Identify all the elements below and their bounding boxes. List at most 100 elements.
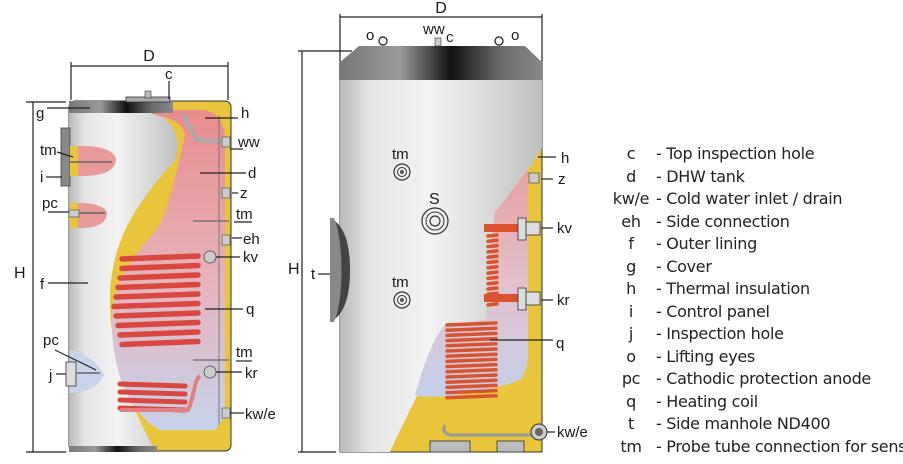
coil-turn: [486, 270, 499, 275]
legend-description: - Cold water inlet / drain: [656, 189, 843, 208]
legend-code: pc: [621, 369, 641, 388]
legend-item: t- Side manhole ND400: [606, 413, 903, 436]
coil-turn: [445, 336, 498, 343]
legend-item: tm- Probe tube connection for sensors: [606, 436, 903, 459]
legend-code: f: [628, 234, 634, 253]
left-inspection-hole: [65, 361, 77, 387]
coil-turn: [445, 326, 498, 332]
coil-turn: [486, 265, 499, 270]
coil-turn: [445, 342, 498, 348]
left-coil-return: [120, 374, 202, 412]
coil-turn: [486, 233, 499, 238]
legend-description: - DHW tank: [656, 166, 745, 186]
coil-turn: [445, 352, 498, 358]
right-kr-flange: [517, 287, 527, 311]
right-cover: [339, 46, 543, 80]
coil-turn: [445, 373, 498, 379]
left-dimension-h: H: [14, 265, 26, 282]
coil-turn: [486, 238, 499, 244]
legend-description: - Cathodic protection anode: [656, 369, 871, 388]
left-probe-cutout: [70, 146, 116, 176]
coil-turn: [113, 291, 201, 300]
coil-turn: [486, 280, 499, 286]
left-top-bolt: [144, 90, 152, 99]
left-label-kv: kv: [243, 249, 259, 266]
right-heating-coil: [445, 233, 499, 400]
right-kr-pipe: [484, 294, 524, 302]
left-bottom-band: [69, 446, 157, 452]
right-label-kv: kv: [557, 220, 573, 237]
coil-turn: [113, 310, 201, 319]
right-label-h: h: [561, 150, 569, 167]
coil-turn: [119, 338, 201, 348]
right-foot-left: [429, 440, 471, 453]
right-z-connector: [528, 172, 540, 184]
legend-item: g- Cover: [606, 256, 903, 279]
legend-item: d- DHW tank: [606, 166, 903, 189]
legend-code: c: [626, 144, 636, 163]
right-label-t: t: [311, 266, 316, 283]
left-cover: [69, 101, 173, 113]
legend-code: kw/e: [612, 189, 650, 208]
left-label-f: f: [40, 276, 45, 293]
coil-turn: [115, 281, 201, 291]
legend-code: h: [626, 279, 636, 298]
left-anode-cutout: [70, 203, 108, 228]
left-label-g: g: [36, 105, 44, 122]
coil-turn: [486, 302, 499, 307]
left-label-kr: kr: [245, 365, 258, 382]
coil-turn: [486, 254, 499, 259]
left-label-ww: ww: [237, 134, 260, 151]
right-outer-lining: [340, 80, 542, 452]
right-dimension-d: D: [435, 0, 447, 17]
left-label-d: d: [248, 165, 256, 182]
right-label-kw-e: kw/e: [557, 424, 588, 441]
legend-item: j- Inspection hole: [606, 323, 903, 346]
left-ww-connector: [221, 136, 231, 148]
legend-description: - Heating coil: [656, 391, 758, 411]
right-kr-connector: [525, 291, 541, 306]
right-tm-upper-port: [393, 163, 411, 181]
right-label-o-left: o: [366, 27, 374, 44]
coil-turn: [445, 331, 498, 338]
left-dimension-d: D: [143, 48, 155, 65]
coil-turn: [445, 394, 498, 400]
left-label-pc-top: pc: [42, 195, 58, 212]
coil-turn: [117, 329, 201, 338]
legend-description: - Side manhole ND400: [656, 414, 831, 433]
left-tank: D H: [14, 48, 276, 453]
coil-turn: [486, 286, 499, 291]
coil-turn: [445, 321, 498, 327]
coil-turn: [115, 319, 201, 329]
left-label-z: z: [240, 185, 248, 202]
right-label-c: c: [446, 29, 454, 46]
coil-turn: [445, 357, 498, 364]
legend-description: - Lifting eyes: [656, 346, 755, 366]
legend-code: i: [628, 301, 634, 321]
right-foot-right: [496, 440, 525, 453]
left-kr-port: [203, 365, 217, 379]
right-kv-pipe: [484, 224, 524, 232]
coil-turn: [445, 362, 498, 369]
right-label-s: S: [429, 191, 440, 208]
legend-item: c- Top inspection hole: [606, 143, 903, 166]
coil-turn: [445, 383, 498, 390]
right-side-manhole-rim: [330, 218, 342, 322]
left-hot-water-pipe: [181, 114, 229, 144]
right-kv-connector: [525, 221, 541, 236]
coil-turn: [119, 253, 201, 262]
coil-turn: [445, 378, 498, 384]
legend-description: - Probe tube connection for sensors: [656, 436, 903, 456]
left-eh-connector: [221, 234, 231, 246]
legend-item: pc - Cathodic protection anode: [606, 368, 903, 391]
right-label-tm-lower: tm: [392, 274, 409, 291]
legend-description: - Cover: [656, 256, 712, 276]
left-label-i: i: [40, 169, 43, 186]
legend-description: - Outer lining: [656, 234, 757, 253]
coil-turn: [445, 388, 498, 395]
legend-code: j: [628, 324, 634, 343]
legend-item: q- Heating coil: [606, 391, 903, 414]
right-label-o-right: o: [511, 27, 519, 44]
